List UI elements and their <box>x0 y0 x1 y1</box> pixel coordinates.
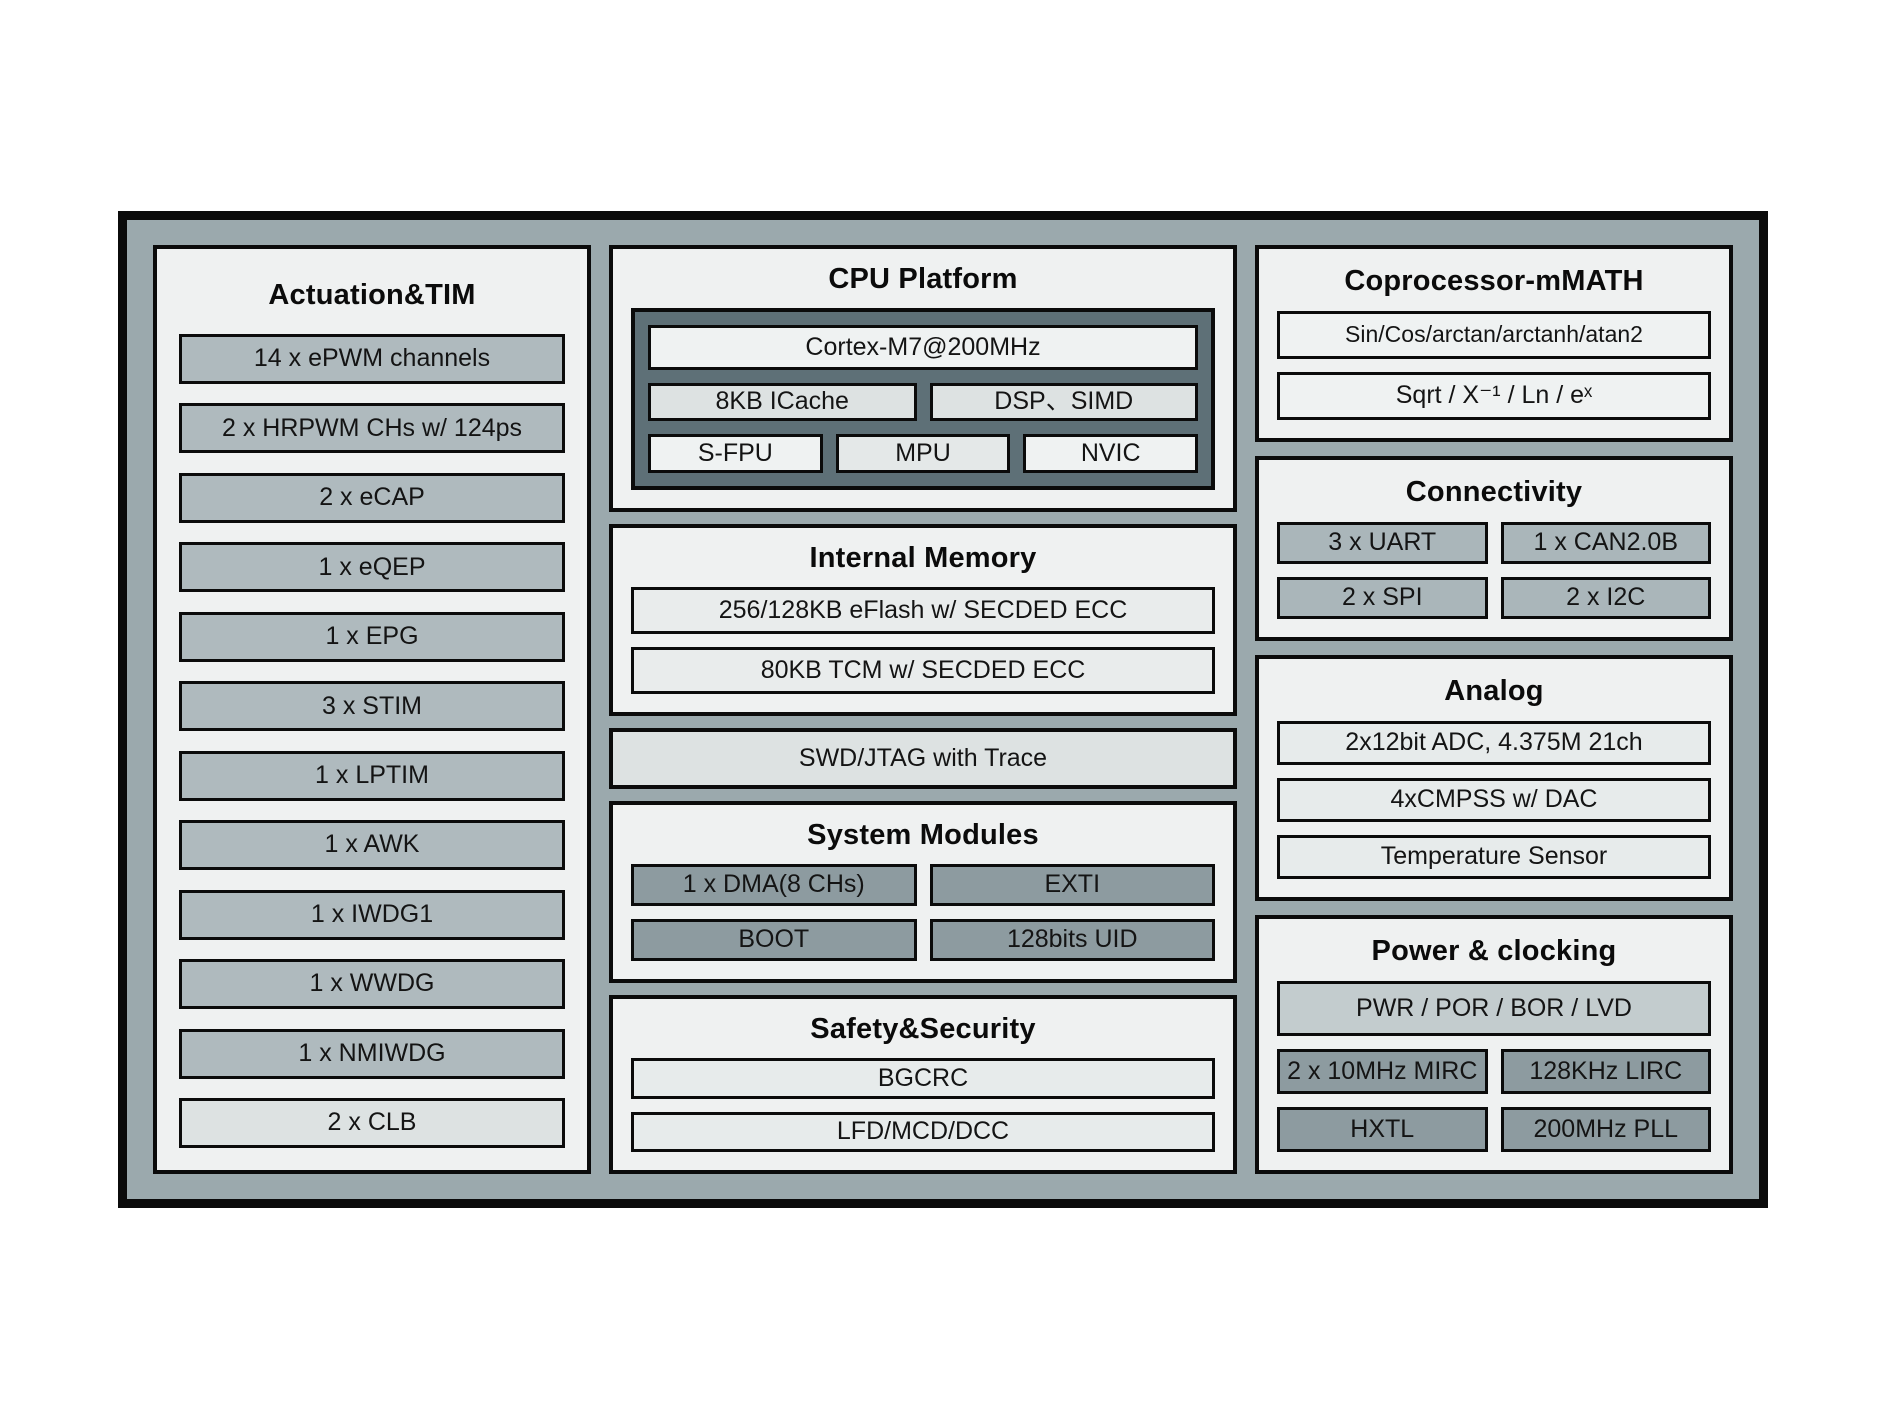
cell-iwdg1: 1 x IWDG1 <box>179 889 565 940</box>
cell-uart: 3 x UART <box>1277 521 1488 564</box>
panel-system-modules: System Modules 1 x DMA(8 CHs) EXTI BOOT … <box>609 800 1237 984</box>
cell-nvic: NVIC <box>1023 434 1199 474</box>
cell-i2c: 2 x I2C <box>1500 576 1711 620</box>
cell-temp-sensor: Temperature Sensor <box>1277 835 1711 879</box>
cpu-platform-title: CPU Platform <box>828 263 1018 295</box>
actuation-tim-title: Actuation&TIM <box>268 279 476 311</box>
panel-analog: Analog 2x12bit ADC, 4.375M 21ch 4xCMPSS … <box>1255 655 1733 901</box>
cell-lptim: 1 x LPTIM <box>179 750 565 801</box>
cell-dma: 1 x DMA(8 CHs) <box>631 863 917 906</box>
panel-cpu-platform: CPU Platform Cortex-M7@200MHz 8KB ICache… <box>609 245 1237 513</box>
cpu-core-container: Cortex-M7@200MHz 8KB ICache DSP、SIMD S-F… <box>631 308 1215 491</box>
power-clocking-grid: 2 x 10MHz MIRC 128KHz LIRC HXTL 200MHz P… <box>1277 1049 1711 1152</box>
cell-nmiwdg: 1 x NMIWDG <box>179 1028 565 1079</box>
panel-connectivity: Connectivity 3 x UART 1 x CAN2.0B 2 x SP… <box>1255 455 1733 642</box>
analog-title: Analog <box>1444 675 1544 708</box>
cell-epg: 1 x EPG <box>179 611 565 662</box>
cell-sqrt-ln-exp: Sqrt / X⁻¹ / Ln / eˣ <box>1277 371 1711 420</box>
cell-can: 1 x CAN2.0B <box>1500 521 1711 564</box>
cpu-row-cache-dsp: 8KB ICache DSP、SIMD <box>648 382 1198 422</box>
cell-icache: 8KB ICache <box>648 382 917 422</box>
panel-actuation-tim: Actuation&TIM 14 x ePWM channels 2 x HRP… <box>153 245 591 1174</box>
cell-eflash: 256/128KB eFlash w/ SECDED ECC <box>631 587 1215 635</box>
cell-lfd-mcd-dcc: LFD/MCD/DCC <box>631 1111 1215 1153</box>
panel-power-clocking: Power & clocking PWR / POR / BOR / LVD 2… <box>1255 914 1733 1174</box>
panel-safety-security: Safety&Security BGCRC LFD/MCD/DCC <box>609 995 1237 1174</box>
cell-adc: 2x12bit ADC, 4.375M 21ch <box>1277 721 1711 766</box>
cell-exti: EXTI <box>929 863 1215 906</box>
cell-hxtl: HXTL <box>1277 1107 1488 1152</box>
internal-memory-items: 256/128KB eFlash w/ SECDED ECC 80KB TCM … <box>631 587 1215 695</box>
cell-eqep: 1 x eQEP <box>179 542 565 593</box>
cell-trig-functions: Sin/Cos/arctan/arctanh/atan2 <box>1277 311 1711 359</box>
cell-ecap: 2 x eCAP <box>179 472 565 523</box>
soc-block-diagram: Actuation&TIM 14 x ePWM channels 2 x HRP… <box>118 211 1768 1208</box>
cell-sfpu: S-FPU <box>648 434 823 474</box>
cell-lirc: 128KHz LIRC <box>1500 1049 1711 1094</box>
cell-spi: 2 x SPI <box>1277 576 1488 620</box>
middle-column: CPU Platform Cortex-M7@200MHz 8KB ICache… <box>609 245 1237 1174</box>
power-clocking-items: PWR / POR / BOR / LVD 2 x 10MHz MIRC 128… <box>1277 980 1711 1152</box>
cell-pwr-por-bor-lvd: PWR / POR / BOR / LVD <box>1277 980 1711 1037</box>
cell-boot: BOOT <box>631 918 917 962</box>
cell-awk: 1 x AWK <box>179 820 565 871</box>
connectivity-title: Connectivity <box>1405 475 1583 508</box>
analog-items: 2x12bit ADC, 4.375M 21ch 4xCMPSS w/ DAC … <box>1277 721 1711 879</box>
safety-security-items: BGCRC LFD/MCD/DCC <box>631 1058 1215 1153</box>
connectivity-grid: 3 x UART 1 x CAN2.0B 2 x SPI 2 x I2C <box>1277 521 1711 620</box>
cell-cmpss: 4xCMPSS w/ DAC <box>1277 778 1711 823</box>
coprocessor-title: Coprocessor-mMATH <box>1344 265 1644 297</box>
cell-tcm: 80KB TCM w/ SECDED ECC <box>631 647 1215 695</box>
cell-dsp-simd: DSP、SIMD <box>929 382 1198 422</box>
coprocessor-items: Sin/Cos/arctan/arctanh/atan2 Sqrt / X⁻¹ … <box>1277 311 1711 420</box>
cell-stim: 3 x STIM <box>179 681 565 732</box>
cell-mirc: 2 x 10MHz MIRC <box>1277 1049 1488 1094</box>
cell-hrpwm: 2 x HRPWM CHs w/ 124ps <box>179 403 565 454</box>
internal-memory-title: Internal Memory <box>809 542 1037 575</box>
actuation-tim-items: 14 x ePWM channels 2 x HRPWM CHs w/ 124p… <box>157 334 587 1170</box>
safety-security-title: Safety&Security <box>810 1013 1036 1046</box>
system-modules-title: System Modules <box>807 818 1039 851</box>
power-clocking-title: Power & clocking <box>1371 934 1617 967</box>
cell-cortex-m7: Cortex-M7@200MHz <box>648 325 1198 370</box>
cell-uid: 128bits UID <box>929 918 1215 962</box>
cell-epwm-channels: 14 x ePWM channels <box>179 334 565 384</box>
cell-wwdg: 1 x WWDG <box>179 959 565 1010</box>
cell-mpu: MPU <box>835 434 1011 474</box>
cell-bgcrc: BGCRC <box>631 1058 1215 1099</box>
cell-swd-jtag: SWD/JTAG with Trace <box>609 728 1237 789</box>
panel-internal-memory: Internal Memory 256/128KB eFlash w/ SECD… <box>609 524 1237 717</box>
right-column: Coprocessor-mMATH Sin/Cos/arctan/arctanh… <box>1255 245 1733 1174</box>
cpu-row-fpu-mpu-nvic: S-FPU MPU NVIC <box>648 434 1199 474</box>
cell-pll: 200MHz PLL <box>1500 1107 1711 1152</box>
panel-coprocessor-mmath: Coprocessor-mMATH Sin/Cos/arctan/arctanh… <box>1255 245 1733 442</box>
cell-clb: 2 x CLB <box>179 1097 565 1148</box>
system-modules-grid: 1 x DMA(8 CHs) EXTI BOOT 128bits UID <box>631 863 1215 962</box>
